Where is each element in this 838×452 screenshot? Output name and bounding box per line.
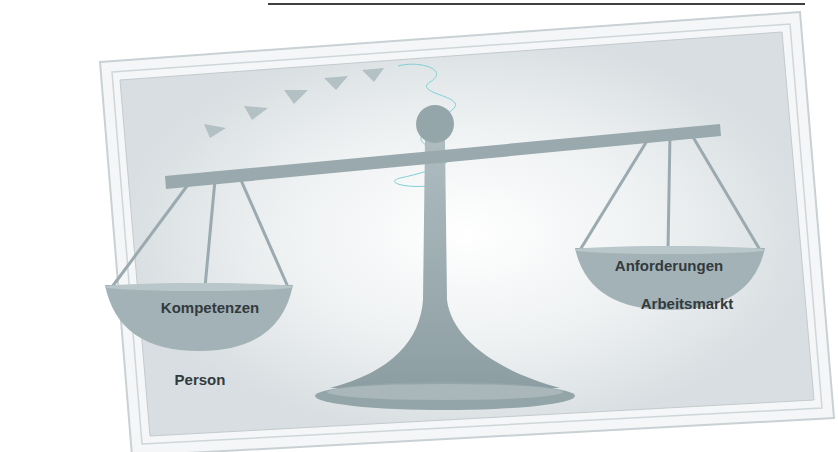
bowl-shape	[105, 285, 293, 351]
pan-label: Kompetenzen	[161, 299, 259, 316]
card-line	[112, 24, 822, 444]
scale-pan: KompetenzenPerson	[105, 285, 293, 351]
bowl-rim	[105, 283, 293, 291]
card-face	[120, 32, 814, 436]
card-border	[100, 12, 834, 452]
scale-base-top	[327, 384, 563, 400]
pan-label: Anforderungen	[615, 257, 723, 274]
top-rule	[268, 3, 805, 5]
side-label: Arbeitsmarkt	[641, 295, 734, 312]
scale-post	[330, 140, 560, 388]
scale-base	[315, 382, 575, 410]
scale-pan: AnforderungenArbeitsmarkt	[575, 248, 765, 310]
side-label: Person	[175, 371, 226, 388]
bowl-rim	[575, 246, 765, 254]
pan-bowl	[105, 285, 293, 351]
arrow-arc	[204, 68, 384, 138]
scale-knob	[416, 105, 454, 143]
